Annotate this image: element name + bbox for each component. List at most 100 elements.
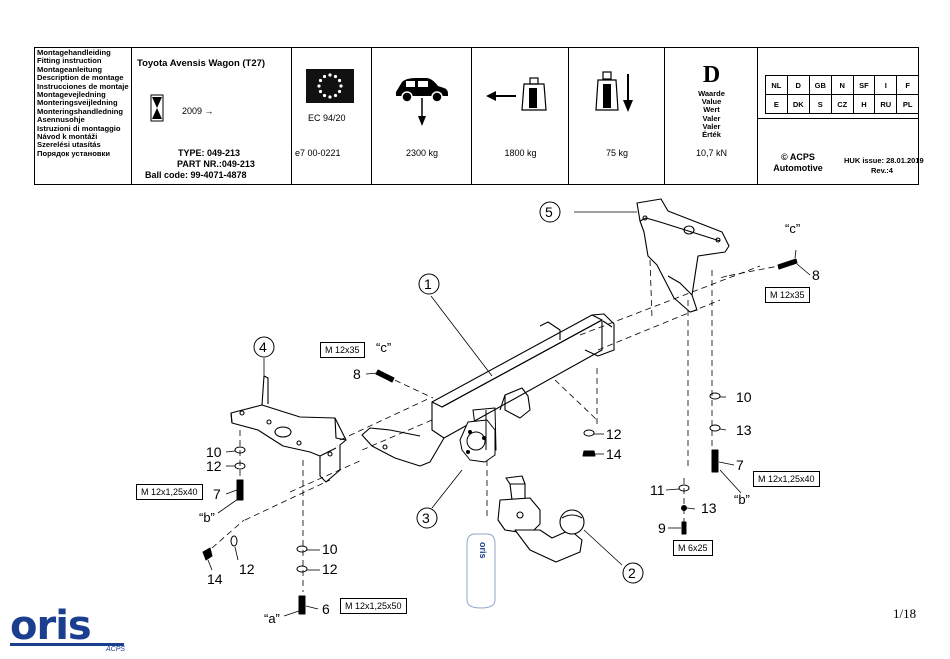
country-code: S [808, 94, 832, 114]
bolt-spec-m12x125x50: M 12x1,25x50 [340, 598, 407, 614]
part-number-8-right: 8 [812, 267, 820, 283]
type-number: TYPE: 049-213 [178, 148, 241, 158]
d-letter: D [702, 62, 721, 88]
star-icon [333, 93, 338, 98]
star-icon [337, 89, 342, 94]
hourglass-icon [150, 94, 164, 122]
star-icon [328, 73, 332, 77]
country-code: CZ [830, 94, 854, 114]
oris-logo: oris [10, 603, 92, 649]
vertical-load-icon [595, 71, 633, 112]
language-item: Instrucciones de montaje [37, 81, 129, 91]
vertical-load: 75 kg [605, 148, 629, 158]
part-number-14-left: 14 [207, 571, 223, 587]
leader-lines [207, 211, 811, 617]
part-number-10-left: 10 [206, 444, 222, 460]
language-item: Szerelési utasítás [37, 140, 101, 150]
part-number-7-left: 7 [213, 486, 221, 502]
part-number-2: 2 [628, 565, 636, 581]
d-term: Value [701, 97, 722, 107]
ball-code: Ball code: 99-4071-4878 [145, 170, 247, 180]
issue-date: HUK issue: 28.01.2019 [844, 156, 924, 165]
country-code: RU [874, 94, 898, 114]
part-number: PART NR.:049-213 [177, 159, 255, 169]
socket-plate [459, 407, 497, 463]
trailer-weight-cell: 1800 kg [472, 48, 569, 184]
part-number-12-bottom: 12 [322, 561, 338, 577]
ref-b-right: “b” [734, 492, 750, 507]
language-item: Istruzioni di montaggio [37, 123, 121, 133]
cross-bar [361, 313, 615, 467]
country-code: PL [896, 94, 919, 114]
part-number-8-left: 8 [353, 366, 361, 382]
year-range: 2009 → [182, 106, 214, 116]
part-number-12-right: 13 [736, 422, 752, 438]
bolt-spec-m12x125x40-right: M 12x1,25x40 [753, 471, 820, 487]
part-number-3: 3 [422, 510, 430, 526]
eu-flag-icon [306, 69, 354, 103]
ref-c-right: “c” [785, 221, 801, 236]
bolt-spec-m12x35-left: M 12x35 [320, 342, 365, 358]
vehicle-weight: 2300 kg [405, 148, 439, 158]
language-item: Montageanleitung [37, 64, 102, 74]
star-icon [339, 84, 343, 88]
language-item: Návod k montáži [37, 132, 98, 142]
star-icon [322, 93, 327, 98]
d-term: Waarde [698, 89, 725, 98]
language-item: Monteringsveijledning [37, 98, 118, 108]
vertical-load-cell: 75 kg [569, 48, 665, 184]
copyright-company: Automotive [773, 163, 823, 173]
part-number-12-left: 12 [206, 458, 222, 474]
ref-c-left: “c” [376, 340, 392, 355]
language-item: Порядок установки [37, 148, 110, 158]
d-term: Valer [702, 113, 721, 123]
star-icon [318, 78, 323, 83]
ball-neck [497, 475, 585, 563]
page-number: 1/18 [893, 606, 917, 621]
country-code: I [874, 75, 898, 95]
oris-sticker [466, 533, 496, 609]
ec-label: EC 94/20 [308, 113, 346, 123]
vehicle-cell: Toyota Avensis Wagon (T27) 2009 → TYPE: … [132, 48, 292, 184]
part-number-6: 6 [322, 601, 330, 617]
star-icon [322, 74, 327, 79]
star-icon [328, 95, 332, 99]
bolt-spec-m12x35-right: M 12x35 [765, 287, 810, 303]
part-number-5: 5 [545, 204, 553, 220]
part-circles [253, 201, 644, 584]
ref-b-left: “b” [199, 510, 215, 525]
star-icon [337, 78, 342, 83]
language-item: Asennusohje [37, 115, 85, 125]
part-number-7-right: 7 [736, 457, 744, 473]
trailer-weight: 1800 kg [504, 148, 537, 158]
ref-a: “a” [264, 611, 280, 626]
part-number-9: 9 [658, 520, 666, 536]
vehicle-weight-cell: 2300 kg [372, 48, 472, 184]
bolt-spec-m6x25: M 6x25 [673, 540, 713, 556]
country-code: DK [786, 94, 810, 114]
left-bracket [230, 375, 347, 483]
d-term: Valer [702, 121, 721, 131]
language-item: Montagevejledning [37, 90, 106, 100]
part-number-10-right: 10 [736, 389, 752, 405]
bolt-spec-m12x125x40-left: M 12x1,25x40 [136, 484, 203, 500]
part-number-11: 11 [650, 482, 665, 498]
part-number-4: 4 [259, 339, 267, 355]
car-weight-icon [396, 78, 448, 126]
d-term: Wert [703, 105, 720, 115]
part-number-12-middle: 12 [606, 426, 622, 442]
right-bracket [636, 198, 730, 313]
logo-sub: ACPS [106, 646, 126, 653]
star-icon [317, 84, 321, 88]
assembly-dashes [211, 259, 795, 592]
horizontal-load-icon [486, 77, 547, 111]
d-term: Érték [702, 130, 721, 140]
language-item: Fitting instruction [37, 56, 102, 66]
star-icon [333, 74, 338, 79]
